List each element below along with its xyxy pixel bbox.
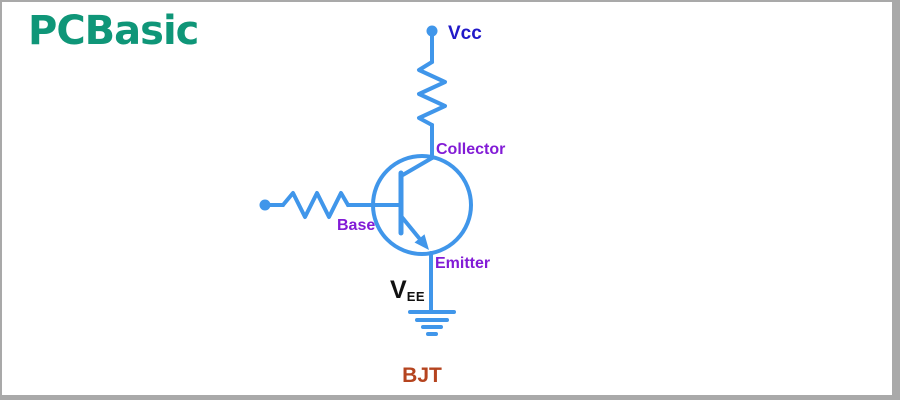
bjt-circuit-drawing (259, 25, 473, 336)
emitter-arrow (414, 234, 429, 250)
collector-resistor (417, 60, 447, 127)
emitter-label: Emitter (435, 255, 491, 272)
pcbasic-logo: PCBasic (28, 8, 199, 54)
vee-label-main: V (390, 276, 407, 304)
collector-label: Collector (436, 141, 506, 158)
vcc-label: Vcc (448, 23, 482, 44)
base-resistor (281, 191, 350, 219)
vee-label-subscript: EE (406, 289, 426, 304)
ground-symbol (408, 310, 456, 336)
vee-label: VEE (390, 276, 426, 304)
transistor-collector-lead (399, 156, 434, 178)
transistor-emitter-lead (399, 214, 421, 240)
base-label: Base (337, 217, 376, 234)
vcc-terminal-dot (426, 25, 438, 37)
base-terminal-dot (259, 199, 271, 211)
circuit-caption: BJT (402, 364, 442, 387)
